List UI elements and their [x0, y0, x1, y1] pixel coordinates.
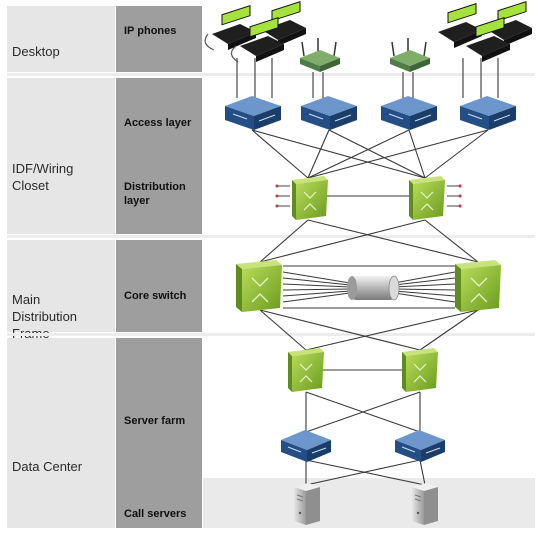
layer3-switch-icon — [236, 260, 282, 312]
layer-band-idf — [116, 78, 202, 234]
layer-label-core: Core switch — [124, 290, 187, 302]
tier-band-idf — [7, 78, 115, 234]
wireless-access-point-icon — [390, 38, 430, 72]
tier-band-mdf — [7, 240, 115, 332]
layer3-switch-icon — [455, 260, 501, 312]
layer-label-access: Access layer — [124, 117, 192, 129]
layer-label-ip-phones: IP phones — [124, 25, 177, 37]
access-switch-icon — [301, 96, 357, 130]
call-server-icon — [412, 483, 438, 525]
layer-label-server-farm: Server farm — [124, 415, 186, 427]
tier-band-dc — [7, 338, 115, 528]
call-servers-strip — [203, 478, 535, 528]
links — [236, 58, 499, 486]
layer3-switch-icon — [292, 176, 328, 220]
layer-label-call-servers: Call servers — [124, 508, 187, 520]
wireless-access-point-icon — [300, 38, 340, 72]
call-server-icon — [294, 483, 320, 525]
arrow-tip-icons — [275, 184, 462, 208]
access-switch-icon — [395, 430, 445, 462]
layer-band-desktop — [116, 6, 202, 72]
ip-phone-icon — [262, 0, 306, 46]
ip-phone-icon — [438, 2, 482, 48]
arrow-icons — [278, 185, 459, 207]
access-switch-icon — [460, 96, 516, 130]
layer-band-mdf — [116, 240, 202, 332]
layer-band-dc — [116, 338, 202, 528]
ip-phone-icon — [204, 4, 256, 51]
tier-label-idf: IDF/Wiring Closet — [12, 161, 74, 193]
core-trunk-cylinder-icon — [347, 275, 400, 301]
tier-band-desktop — [7, 6, 115, 72]
layer-label-distribution: Distribution layer — [124, 181, 186, 207]
ip-phone-icon — [466, 16, 510, 62]
ip-phone-icon — [230, 16, 284, 63]
layer3-switch-icon — [409, 176, 445, 220]
tier-label-dc: Data Center — [12, 459, 83, 474]
ip-phone-icon — [488, 0, 532, 46]
separator-3 — [7, 333, 535, 336]
tier-label-desktop: Desktop — [12, 44, 60, 59]
layer3-switch-icon — [402, 348, 438, 392]
layer3-switch-icon — [288, 348, 324, 392]
access-switch-icon — [281, 430, 331, 462]
separator-2 — [7, 235, 535, 238]
separator-1 — [7, 73, 535, 76]
access-switch-icon — [225, 96, 281, 130]
access-switch-icon — [381, 96, 437, 130]
